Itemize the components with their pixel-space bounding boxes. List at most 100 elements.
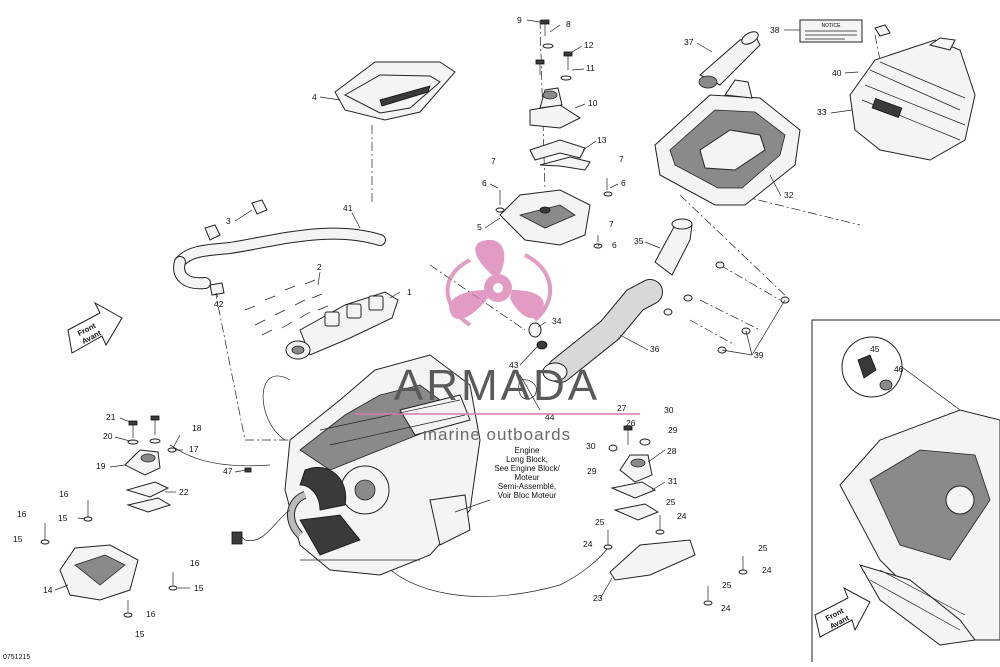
air-intake-duct-part-4 bbox=[319, 61, 456, 121]
callout-6c: 6 bbox=[612, 240, 617, 250]
engine-long-block bbox=[284, 354, 481, 576]
airbox-lower-part-32 bbox=[654, 79, 801, 206]
callout-25b: 25 bbox=[666, 497, 676, 507]
callout-5: 5 bbox=[477, 222, 482, 232]
callout-9: 9 bbox=[517, 15, 522, 25]
front-arrow-left: Front Avant bbox=[67, 301, 123, 354]
callout-8: 8 bbox=[566, 19, 571, 29]
callout-28: 28 bbox=[667, 446, 677, 456]
propeller-logo bbox=[445, 240, 553, 327]
callout-leaders bbox=[54, 19, 859, 600]
callout-17: 17 bbox=[189, 444, 199, 454]
callout-30a: 30 bbox=[664, 405, 674, 415]
callout-34: 34 bbox=[552, 316, 562, 326]
callout-24b: 24 bbox=[677, 511, 687, 521]
assembly-lines bbox=[169, 19, 881, 597]
callout-21: 21 bbox=[106, 412, 116, 422]
hose-parts-35-36 bbox=[542, 218, 693, 383]
callout-4: 4 bbox=[312, 92, 317, 102]
engine-label-line4: Moteur bbox=[515, 473, 540, 482]
callout-40: 40 bbox=[832, 68, 842, 78]
callout-16a: 16 bbox=[17, 509, 27, 519]
callout-10: 10 bbox=[588, 98, 598, 108]
intake-manifold-part-1 bbox=[285, 291, 399, 360]
hose-part-41 bbox=[173, 227, 386, 290]
callout-25c: 25 bbox=[758, 543, 768, 553]
clamps-part-3 bbox=[204, 199, 268, 296]
engine-label-line5: Semi-Assemblé, bbox=[498, 482, 556, 491]
callout-45: 45 bbox=[870, 344, 880, 354]
callout-24d: 24 bbox=[721, 603, 731, 613]
callout-16c: 16 bbox=[190, 558, 200, 568]
callout-12: 12 bbox=[584, 40, 594, 50]
callout-38: 38 bbox=[770, 25, 780, 35]
callout-11: 11 bbox=[586, 63, 595, 73]
callout-6a: 6 bbox=[482, 178, 487, 188]
callout-31: 31 bbox=[668, 476, 678, 486]
callout-19: 19 bbox=[96, 461, 106, 471]
notice-sticker-part-38: NOTICE bbox=[799, 19, 891, 43]
callout-6b: 6 bbox=[621, 178, 626, 188]
callout-24c: 24 bbox=[762, 565, 772, 575]
callout-15d: 15 bbox=[135, 629, 145, 639]
callout-14: 14 bbox=[43, 585, 53, 595]
engine-mount-left-parts-14-22 bbox=[40, 415, 181, 618]
engine-label-line6: Voir Bloc Moteur bbox=[498, 491, 557, 500]
callout-46: 46 bbox=[894, 364, 904, 374]
callout-32: 32 bbox=[784, 190, 794, 200]
callout-15b: 15 bbox=[58, 513, 68, 523]
intake-tube-part-37 bbox=[698, 31, 761, 89]
callout-3: 3 bbox=[226, 216, 231, 226]
callout-42: 42 bbox=[214, 299, 224, 309]
engine-label-line2: Long Block, bbox=[506, 455, 548, 464]
callout-13: 13 bbox=[597, 135, 607, 145]
drawing-number: 0751215 bbox=[3, 654, 30, 661]
callout-37: 37 bbox=[684, 37, 694, 47]
callout-30b: 30 bbox=[586, 441, 596, 451]
engine-label-line3: See Engine Block/ bbox=[494, 464, 560, 473]
hull-inset bbox=[811, 319, 1000, 666]
callout-22: 22 bbox=[179, 487, 189, 497]
engine-label: Engine Long Block, See Engine Block/ Mot… bbox=[454, 446, 560, 513]
engine-label-line1: Engine bbox=[515, 446, 540, 455]
armada-watermark: ARMADA marine outboards bbox=[355, 240, 640, 444]
callout-27: 27 bbox=[617, 403, 627, 413]
callout-16b: 16 bbox=[59, 489, 69, 499]
sensor-part-47 bbox=[231, 467, 291, 545]
callout-25d: 25 bbox=[722, 580, 732, 590]
callout-47: 47 bbox=[223, 466, 233, 476]
callout-20: 20 bbox=[103, 431, 113, 441]
engine-mount-right-parts-23-31 bbox=[603, 425, 748, 606]
bolts-part-2 bbox=[244, 279, 329, 336]
bolts-part-39 bbox=[663, 261, 790, 354]
airbox-cover-part-33 bbox=[849, 37, 976, 161]
sticker-title: NOTICE bbox=[822, 23, 842, 29]
callout-numbers: 1 2 3 4 5 6 6 6 7 7 7 8 9 10 11 12 13 14… bbox=[13, 15, 904, 639]
clamps-parts-34-43-44 bbox=[518, 322, 548, 400]
callout-43: 43 bbox=[509, 360, 519, 370]
callout-44: 44 bbox=[545, 412, 555, 422]
callout-7b: 7 bbox=[619, 154, 624, 164]
callout-33: 33 bbox=[817, 107, 827, 117]
callout-18: 18 bbox=[192, 423, 202, 433]
watermark-sub: marine outboards bbox=[423, 425, 571, 444]
callout-39: 39 bbox=[754, 350, 764, 360]
bracket-part-5 bbox=[495, 178, 613, 249]
mount-stack-parts-8-13 bbox=[529, 19, 591, 171]
callout-16d: 16 bbox=[146, 609, 156, 619]
callout-2: 2 bbox=[317, 262, 322, 272]
callout-15a: 15 bbox=[13, 534, 23, 544]
callout-36: 36 bbox=[650, 344, 660, 354]
callout-29b: 29 bbox=[587, 466, 597, 476]
callout-15c: 15 bbox=[194, 583, 204, 593]
watermark-main: ARMADA bbox=[394, 361, 600, 410]
callout-41: 41 bbox=[343, 203, 353, 213]
callout-29a: 29 bbox=[668, 425, 678, 435]
callout-23: 23 bbox=[593, 593, 603, 603]
callout-7a: 7 bbox=[491, 156, 496, 166]
callout-24a: 24 bbox=[583, 539, 593, 549]
callout-26: 26 bbox=[626, 418, 636, 428]
callout-25a: 25 bbox=[595, 517, 605, 527]
